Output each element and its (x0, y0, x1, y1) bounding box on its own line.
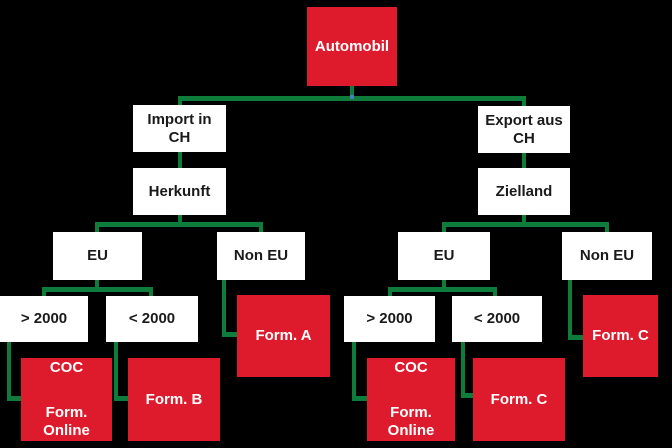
connector-zielland-stem (522, 215, 526, 224)
connector-coc-right-elbow (352, 396, 367, 401)
connector-non-eu-right-drop (605, 222, 609, 232)
node-herkunft: Herkunft (133, 168, 226, 215)
node-automobil-label: Automobil (314, 37, 390, 55)
connector-form-c-bottom-elbow (461, 393, 473, 398)
node-eu-left: EU (53, 232, 142, 280)
node-form-b-label: Form. B (145, 390, 203, 408)
node-gt2000-left: > 2000 (0, 296, 88, 342)
connector-lt2000-left-drop (149, 287, 153, 296)
node-zielland: Zielland (478, 168, 570, 215)
connector-gt2000-right-drop (388, 287, 392, 296)
connector-form-a-elbow (222, 332, 237, 337)
node-form-c-right: Form. C (583, 295, 658, 377)
node-non-eu-right: Non EU (562, 232, 652, 280)
connector-gt2000-left-v (7, 342, 11, 401)
connector-eu-left-stem (95, 280, 99, 289)
node-import-in-ch: Import in CH (133, 105, 226, 152)
connector-export-zielland (522, 153, 526, 168)
node-gt2000-right: > 2000 (344, 296, 435, 342)
node-form-a-label: Form. A (255, 327, 312, 344)
node-non-eu-left-label: Non EU (233, 247, 289, 264)
connector-lt2000-right-drop (493, 287, 497, 296)
node-herkunft-label: Herkunft (148, 182, 211, 200)
connector-import-drop (178, 96, 182, 106)
connector-root-stem (350, 86, 354, 98)
node-coc-left-body: Form. Online (43, 404, 90, 439)
node-eu-right-label: EU (433, 247, 455, 264)
node-coc-form-online-left: COC Form. Online (21, 358, 112, 441)
connector-eu-left-split-h (42, 287, 153, 292)
node-form-b: Form. B (128, 358, 220, 441)
connector-herkunft-stem (178, 215, 182, 224)
node-lt2000-right-label: < 2000 (473, 310, 521, 327)
node-export-aus-ch: Export aus CH (478, 106, 570, 153)
connector-eu-right-split-h (388, 287, 497, 292)
node-eu-right: EU (398, 232, 490, 280)
node-gt2000-left-label: > 2000 (20, 310, 68, 327)
node-gt2000-right-label: > 2000 (366, 310, 413, 327)
connector-eu-left-drop (95, 222, 99, 232)
connector-form-b-elbow (114, 396, 128, 401)
node-import-in-ch-label: Import in CH (147, 110, 212, 146)
node-lt2000-left-label: < 2000 (128, 310, 176, 327)
node-form-c-bottom-label: Form. C (490, 390, 548, 408)
node-non-eu-right-label: Non EU (579, 247, 635, 264)
node-eu-left-label: EU (87, 247, 108, 264)
connector-non-eu-left-v (222, 280, 226, 337)
node-automobil: Automobil (307, 7, 397, 86)
connector-non-eu-right-v (568, 280, 572, 340)
connector-eu-right-stem (442, 280, 446, 289)
node-lt2000-left: < 2000 (106, 296, 198, 342)
node-zielland-label: Zielland (495, 182, 553, 200)
node-non-eu-left: Non EU (217, 232, 305, 280)
connector-eu-right-drop (442, 222, 446, 232)
node-coc-form-online-right: COC Form. Online (367, 358, 455, 441)
node-form-a: Form. A (237, 295, 330, 377)
node-form-c-bottom: Form. C (473, 358, 565, 441)
node-lt2000-right: < 2000 (452, 296, 542, 342)
connector-non-eu-left-drop (259, 222, 263, 232)
node-coc-left-title: COC (49, 359, 84, 376)
node-export-aus-ch-label: Export aus CH (485, 111, 563, 147)
anchor-dot (350, 95, 354, 99)
connector-import-herkunft (178, 152, 182, 168)
node-coc-right-body: Form. Online (387, 404, 435, 439)
connector-form-c-right-elbow (568, 335, 583, 340)
connector-export-drop (522, 96, 526, 107)
connector-gt2000-right-v (352, 342, 356, 401)
node-form-c-right-label: Form. C (592, 327, 649, 344)
connector-lt2000-left-v (114, 342, 118, 401)
connector-lt2000-right-v (461, 342, 465, 398)
connector-zielland-split-h (442, 222, 609, 227)
connector-coc-left-elbow (7, 396, 21, 401)
connector-herkunft-split-h (95, 222, 263, 227)
node-coc-right-title: COC (394, 359, 428, 376)
connector-gt2000-left-drop (42, 287, 46, 296)
